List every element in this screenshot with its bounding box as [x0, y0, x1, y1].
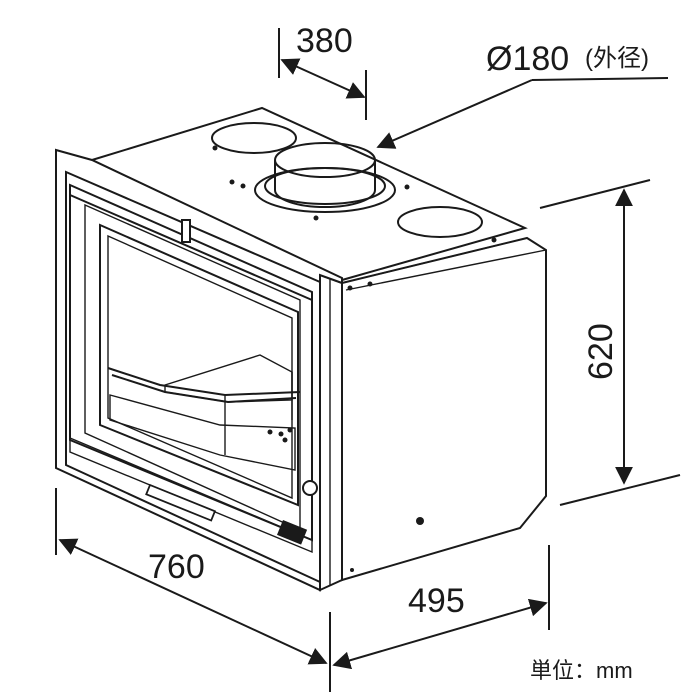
fireplace-unit: [55, 106, 547, 592]
flue-outlets: [211, 122, 483, 238]
side-panel: [341, 236, 547, 582]
width-label: 760: [148, 548, 205, 586]
firebox-interior: [107, 354, 301, 471]
top-screws: [212, 145, 497, 572]
brand-logo: [277, 520, 308, 545]
glass-window: [99, 223, 299, 507]
flue-diameter-label: Ø180: [486, 40, 569, 78]
height-label: 620: [582, 323, 620, 380]
dimension-flue-diameter: Ø180 (外径): [376, 40, 669, 149]
dimension-depth: 495: [332, 545, 550, 670]
air-control-slider: [145, 483, 217, 522]
depth-label: 495: [408, 582, 465, 620]
flue-note-label: (外径): [585, 45, 649, 72]
dimension-width: 760: [55, 488, 331, 692]
dimension-height: 620: [539, 179, 681, 506]
dimension-top-depth: 380: [278, 22, 367, 120]
unit-label: 単位：mm: [530, 658, 633, 683]
frame-edge-strip: [319, 273, 343, 592]
door-handle: [181, 219, 191, 243]
door-latch: [302, 480, 318, 496]
top-depth-label: 380: [296, 22, 353, 60]
